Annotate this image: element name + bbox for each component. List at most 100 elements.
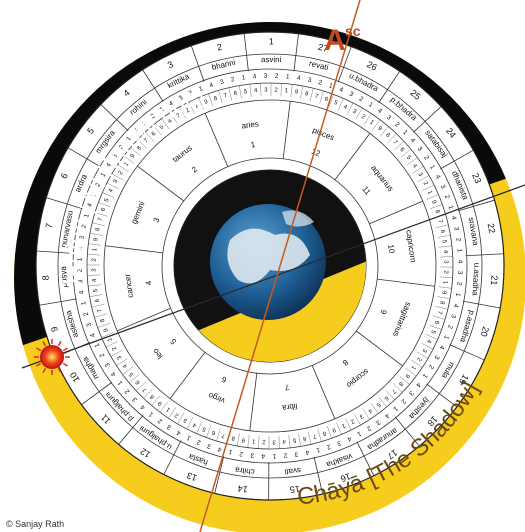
nakshatra-divider xyxy=(100,104,129,131)
navamsa-digit: 7 xyxy=(141,386,148,393)
pada-digit: 2 xyxy=(239,450,244,458)
nakshatra-divider xyxy=(293,33,299,72)
navamsa-tick xyxy=(143,388,153,399)
navamsa-digit: 9 xyxy=(204,99,210,106)
navamsa-tick xyxy=(218,90,223,103)
navamsa-tick xyxy=(94,212,108,217)
sun-ray xyxy=(42,367,47,373)
navamsa-tick xyxy=(258,435,260,449)
navamsa-tick xyxy=(372,119,381,131)
sign-divider xyxy=(369,200,423,225)
pada-digit: 2 xyxy=(365,424,372,432)
nakshatra-divider xyxy=(36,250,75,254)
pada-digit: 1 xyxy=(428,164,436,171)
pada-digit: 1 xyxy=(421,372,429,379)
navamsa-tick xyxy=(309,88,314,101)
navamsa-digit: 2 xyxy=(261,438,265,444)
navamsa-digit: 8 xyxy=(149,393,156,400)
nakshatra-number: 6 xyxy=(59,172,70,181)
sign-name: libra xyxy=(281,401,298,412)
pada-digit: 2 xyxy=(82,311,90,317)
nakshatra-divider xyxy=(413,106,442,133)
pada-digit: 2 xyxy=(358,96,365,104)
navamsa-tick xyxy=(437,235,451,238)
navamsa-tick xyxy=(364,113,372,125)
sign-name: cancer xyxy=(123,273,135,298)
pada-digit: 4 xyxy=(209,82,215,90)
navamsa-tick xyxy=(355,107,363,120)
navamsa-tick xyxy=(378,396,387,407)
navamsa-digit: 8 xyxy=(231,434,236,441)
pada-digit: 2 xyxy=(399,397,407,405)
navamsa-digit: 3 xyxy=(176,112,183,119)
navamsa-tick xyxy=(400,149,411,158)
pada-digit: 4 xyxy=(89,332,97,338)
nakshatra-number: 9 xyxy=(49,325,60,333)
nakshatra-number: 17 xyxy=(385,447,399,461)
ring-line xyxy=(86,82,454,450)
navamsa-digit: 4 xyxy=(122,362,129,369)
pada-digit: 2 xyxy=(393,121,401,129)
navamsa-tick xyxy=(89,232,103,236)
sun-ray xyxy=(42,341,47,347)
navamsa-tick xyxy=(429,324,442,330)
navamsa-digit: 9 xyxy=(403,372,410,379)
navamsa-digit: 5 xyxy=(405,155,412,162)
pada-digit: 3 xyxy=(219,78,225,86)
navamsa-tick xyxy=(198,97,204,110)
nakshatra-name: u.asadha xyxy=(470,262,481,296)
sign-divider xyxy=(282,101,291,159)
navamsa-tick xyxy=(385,390,395,400)
pada-digit: 4 xyxy=(168,100,175,108)
nakshatra-number: 13 xyxy=(186,470,199,483)
pada-digit: 3 xyxy=(439,184,447,191)
pada-digit: 1 xyxy=(93,342,101,349)
navamsa-digit: 1 xyxy=(123,161,130,168)
pada-digit: 4 xyxy=(304,448,309,456)
pada-digit: 4 xyxy=(261,452,265,459)
navamsa-digit: 9 xyxy=(157,399,164,406)
nakshatra-divider xyxy=(457,199,495,212)
pada-digit: 4 xyxy=(77,246,84,251)
navamsa-digit: 6 xyxy=(100,207,107,213)
pada-digit: 2 xyxy=(446,324,454,330)
sign-number: 4 xyxy=(144,280,154,286)
navamsa-digit: 5 xyxy=(128,370,135,377)
ring-line xyxy=(57,53,483,479)
nakshatra-name: chitra xyxy=(234,465,255,476)
navamsa-tick xyxy=(280,83,282,97)
navamsa-tick xyxy=(101,332,114,338)
navamsa-digit: 4 xyxy=(167,118,174,125)
navamsa-digit: 7 xyxy=(311,432,316,439)
navamsa-digit: 8 xyxy=(433,209,440,215)
navamsa-tick xyxy=(168,407,176,419)
navamsa-tick xyxy=(412,166,424,174)
navamsa-digit: 9 xyxy=(241,436,246,443)
pada-digit: 4 xyxy=(217,445,223,453)
nakshatra-number: 16 xyxy=(339,471,352,484)
nakshatra-divider xyxy=(81,381,113,405)
sign-number: 9 xyxy=(378,308,388,316)
sign-divider xyxy=(377,278,435,287)
sign-divider xyxy=(105,245,163,254)
pada-digit: 3 xyxy=(432,354,440,361)
navamsa-digit: 1 xyxy=(284,88,289,94)
nakshatra-number: 25 xyxy=(408,88,422,102)
sun-ray xyxy=(62,347,68,352)
navamsa-tick xyxy=(353,413,361,426)
nakshatra-divider xyxy=(378,71,401,104)
navamsa-tick xyxy=(239,85,242,99)
navamsa-tick xyxy=(432,315,446,320)
navamsa-tick xyxy=(179,106,187,119)
navamsa-digit: 7 xyxy=(391,139,398,146)
navamsa-digit: 9 xyxy=(331,426,337,433)
navamsa-digit: 8 xyxy=(397,380,404,387)
navamsa-tick xyxy=(300,85,304,99)
pada-digit: 1 xyxy=(185,433,192,441)
navamsa-digit: 6 xyxy=(398,147,405,154)
navamsa-digit: 4 xyxy=(254,88,258,94)
sign-number: 1 xyxy=(250,140,256,150)
navamsa-digit: 3 xyxy=(113,178,120,184)
pada-digit: 3 xyxy=(264,73,268,80)
sign-divider xyxy=(334,133,371,180)
